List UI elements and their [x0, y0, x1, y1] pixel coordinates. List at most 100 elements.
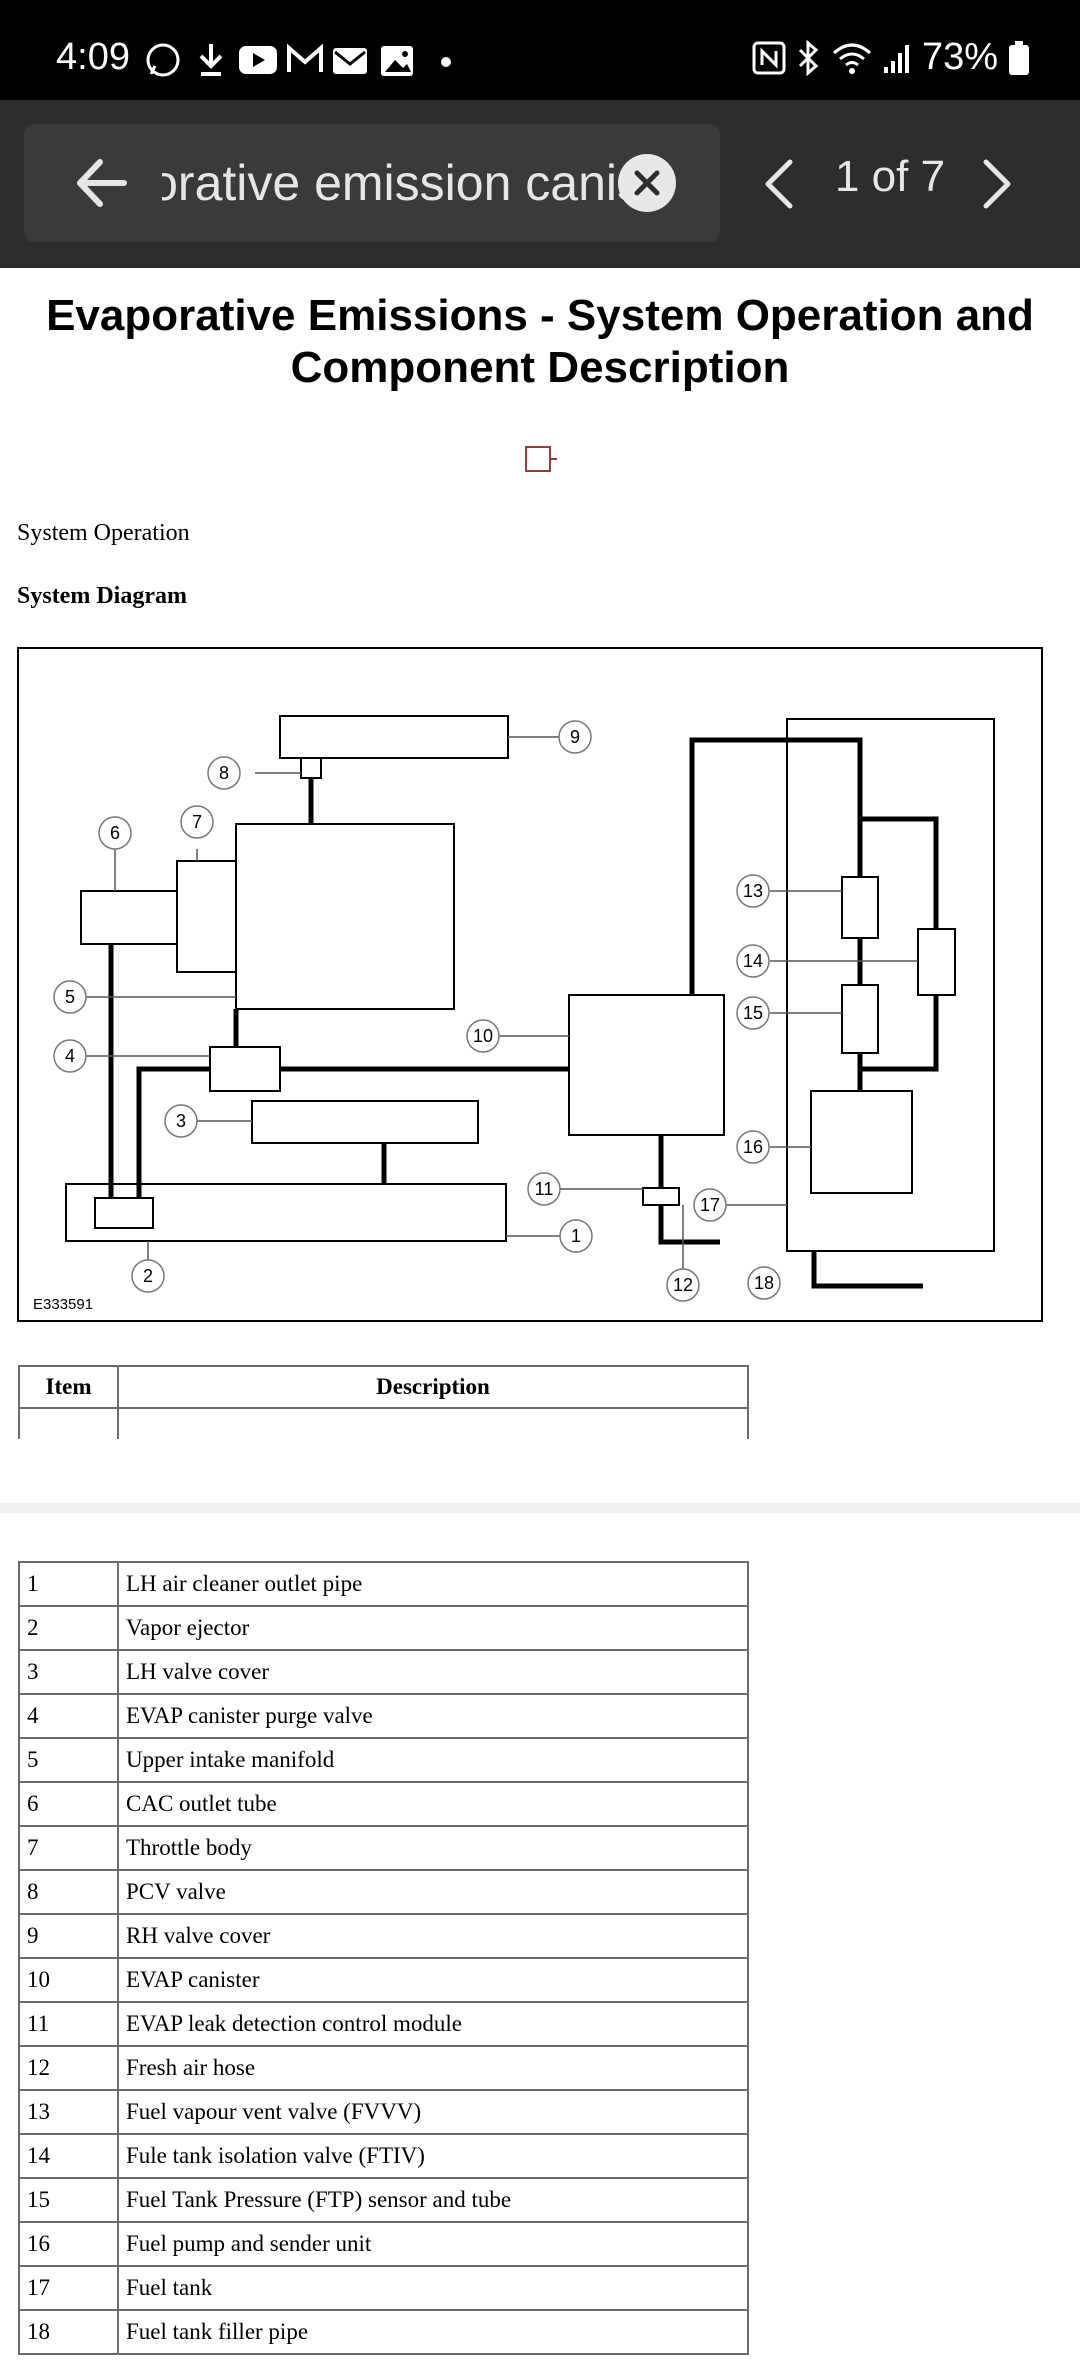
column-header-item: Item: [18, 1365, 119, 1409]
description-cell: RH valve cover: [117, 1913, 749, 1959]
svg-text:7: 7: [192, 812, 202, 832]
callout-9: 9: [558, 720, 592, 754]
svg-text:14: 14: [743, 951, 763, 971]
find-in-page-toolbar: Evaporative emission canis 1 of 7: [0, 100, 1080, 268]
diagram-drawing: 1 2 3 4 5 6 7 8 9 10 11 12 13 14 15 16 1…: [33, 715, 995, 1313]
item-number-cell: 11: [18, 2001, 119, 2047]
svg-text:8: 8: [219, 763, 229, 783]
item-number-cell: 4: [18, 1693, 119, 1739]
callout-6: 6: [98, 816, 132, 850]
youtube-icon: [239, 46, 277, 74]
next-match-icon[interactable]: [976, 156, 1020, 212]
callout-4: 4: [53, 1039, 87, 1073]
callout-10: 10: [466, 1019, 500, 1053]
status-right: 73%: [752, 36, 1030, 79]
callout-11: 11: [527, 1172, 561, 1206]
svg-text:2: 2: [143, 1266, 153, 1286]
table-header-row: Item Description: [18, 1365, 749, 1409]
description-cell: Upper intake manifold: [117, 1737, 749, 1783]
item-number-cell: 7: [18, 1825, 119, 1871]
find-search-box[interactable]: Evaporative emission canis: [24, 124, 720, 242]
purge-valve-shape: [209, 1046, 281, 1092]
battery-percent: 73%: [921, 36, 998, 78]
description-cell: LH air cleaner outlet pipe: [117, 1561, 749, 1607]
description-cell: Fuel tank filler pipe: [117, 2309, 749, 2355]
dot-icon: [441, 57, 451, 67]
item-number-cell: 5: [18, 1737, 119, 1783]
description-cell: EVAP leak detection control module: [117, 2001, 749, 2047]
pcv-valve-shape: [300, 757, 322, 779]
svg-text:15: 15: [743, 1003, 763, 1023]
svg-text:4: 4: [65, 1046, 75, 1066]
diagram-code: E333591: [33, 1296, 93, 1313]
diagram-callouts: 1 2 3 4 5 6 7 8 9 10 11 12 13 14 15 16 1…: [53, 720, 781, 1302]
item-number-cell: 12: [18, 2045, 119, 2091]
mail-icon: [333, 48, 367, 74]
vapor-ejector-shape: [94, 1197, 154, 1229]
description-cell: Fresh air hose: [117, 2045, 749, 2091]
back-arrow-icon[interactable]: [72, 152, 132, 214]
description-cell: LH valve cover: [117, 1649, 749, 1695]
svg-text:11: 11: [535, 1179, 554, 1199]
bluetooth-icon: [798, 39, 819, 76]
cac-outlet-tube-shape: [80, 890, 178, 945]
item-number-cell: 15: [18, 2177, 119, 2223]
svg-text:18: 18: [754, 1273, 774, 1293]
column-header-description: Description: [117, 1365, 749, 1409]
table-empty-row: [18, 1407, 749, 1439]
description-cell: EVAP canister purge valve: [117, 1693, 749, 1739]
svg-text:13: 13: [743, 881, 763, 901]
fvvv-shape: [841, 876, 879, 939]
lh-air-cleaner-pipe-shape: [65, 1183, 507, 1242]
svg-text:5: 5: [65, 987, 75, 1007]
wifi-icon: [832, 43, 871, 74]
nfc-icon: [752, 41, 786, 74]
description-cell: Fuel Tank Pressure (FTP) sensor and tube: [117, 2177, 749, 2223]
find-query-text: Evaporative emission canis: [162, 155, 642, 211]
ftiv-shape: [917, 928, 956, 996]
download-icon: [199, 44, 223, 76]
item-number-cell: 18: [18, 2309, 119, 2355]
svg-text:9: 9: [570, 727, 580, 747]
component-table-header: Item Description: [18, 1365, 749, 1439]
description-cell: CAC outlet tube: [117, 1781, 749, 1827]
clear-icon[interactable]: [618, 154, 676, 212]
svg-text:16: 16: [743, 1137, 763, 1157]
signal-icon: [883, 44, 909, 73]
notification-icons: [146, 43, 451, 77]
previous-match-icon[interactable]: [756, 156, 800, 212]
page-break-separator: [0, 1503, 1080, 1513]
svg-text:17: 17: [700, 1195, 720, 1215]
callout-16: 16: [736, 1130, 770, 1164]
description-cell: Throttle body: [117, 1825, 749, 1871]
status-bar: 4:09 73%: [0, 0, 1080, 100]
find-query-input[interactable]: Evaporative emission canis: [162, 124, 642, 242]
diagram-components: [65, 715, 995, 1252]
callout-1: 1: [559, 1219, 593, 1253]
battery-icon: [1009, 40, 1029, 75]
rh-valve-cover-shape: [279, 715, 509, 759]
gmail-icon: [287, 43, 323, 72]
status-time: 4:09: [56, 36, 130, 78]
item-number-cell: 2: [18, 1605, 119, 1651]
item-number-cell: 14: [18, 2133, 119, 2179]
item-number-cell: 6: [18, 1781, 119, 1827]
callout-2: 2: [131, 1259, 165, 1293]
item-number-cell: 1: [18, 1561, 119, 1607]
item-number-cell: 8: [18, 1869, 119, 1915]
page-title: Evaporative Emissions - System Operation…: [46, 291, 1034, 392]
svg-text:3: 3: [176, 1111, 186, 1131]
